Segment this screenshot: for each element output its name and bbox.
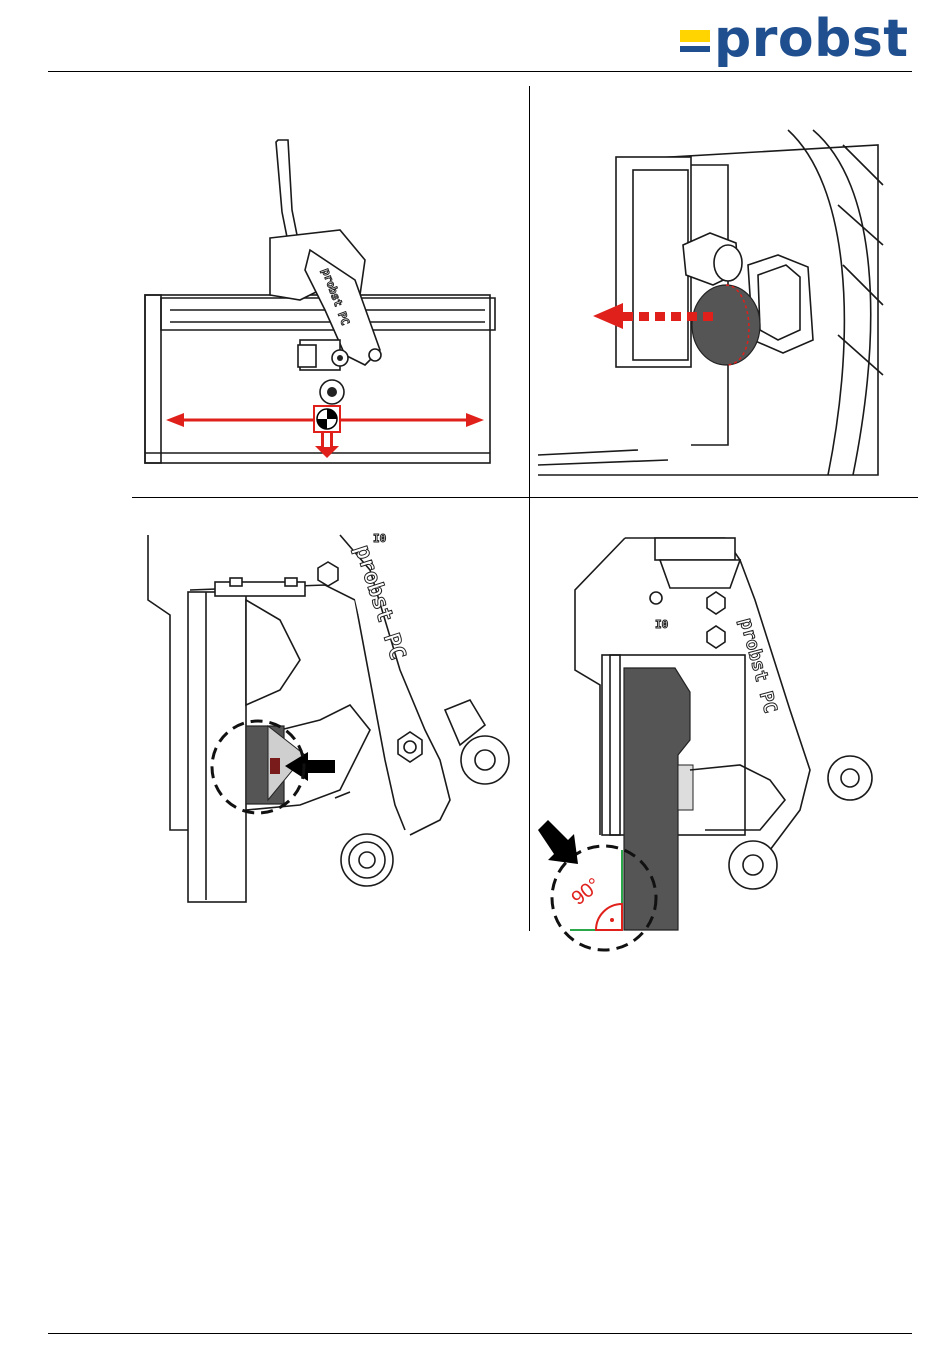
frame-plate: [616, 157, 691, 367]
clamp-arm-outline: [340, 535, 450, 835]
black-diagonal-arrow: [538, 820, 578, 864]
panel-outline: [145, 295, 490, 463]
down-arrow-icon: [315, 446, 339, 458]
angle-label: 90°: [568, 874, 605, 910]
small-marking-text: I0: [655, 618, 668, 631]
footer-rule: [48, 1333, 912, 1334]
glass-pane: [188, 592, 246, 902]
logo-wordmark: probst: [714, 8, 909, 70]
figure-grid-horizontal-divider: [132, 497, 918, 498]
logo-blue-bar: [680, 46, 710, 52]
hex-bolt: [318, 562, 338, 586]
figure-bottom-right: I0 probst PC 90°: [530, 530, 915, 950]
small-marking-text: I0: [373, 532, 386, 545]
figure-top-left: probst PC: [140, 130, 510, 470]
header-rule: [48, 71, 912, 72]
right-angle-marker: [596, 904, 622, 930]
roller-wheel: [729, 841, 777, 889]
figure-top-right: [538, 125, 888, 475]
figure-bottom-left: I0 probst PC: [140, 530, 525, 905]
rubber-pad: [692, 285, 760, 365]
hex-bolt: [707, 592, 725, 614]
panel-left-edge: [145, 295, 161, 463]
probst-logo: probst: [678, 22, 908, 70]
logo-yellow-bar: [680, 30, 710, 42]
